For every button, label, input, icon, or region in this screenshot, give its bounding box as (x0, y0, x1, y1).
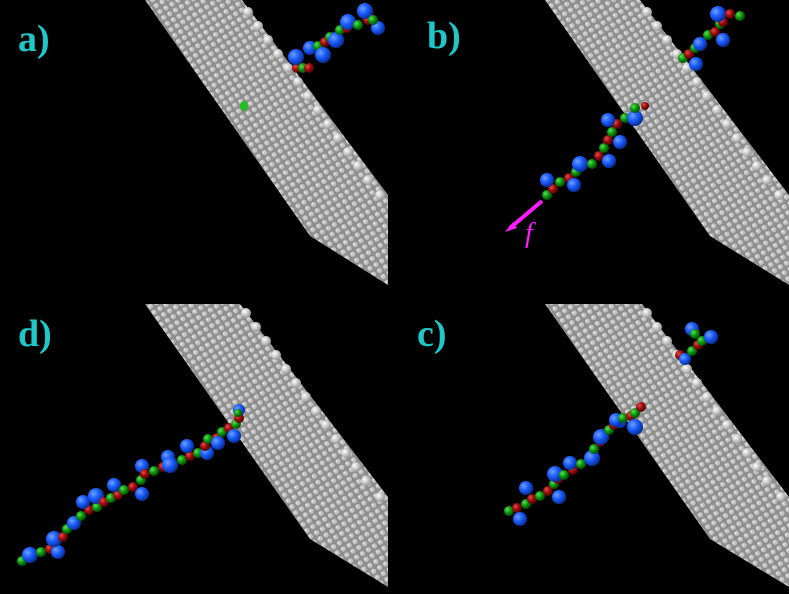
membrane (145, 0, 388, 285)
polymer-chain (288, 3, 385, 73)
membrane-scene (17, 304, 388, 587)
membrane-edge-beads (243, 7, 385, 200)
panel-label: c) (417, 313, 447, 355)
polymer-chain (504, 322, 718, 526)
membrane-scene (504, 304, 789, 587)
polymer-chain (540, 6, 745, 200)
membrane-scene (505, 0, 789, 285)
panel-a: a) (0, 0, 395, 297)
membrane-edge-beads (642, 7, 784, 200)
panel-label: d) (18, 313, 52, 355)
panel-b: b) f (395, 0, 789, 297)
pore-marker (240, 101, 248, 111)
membrane (545, 304, 789, 587)
membrane-edge-beads (241, 308, 385, 502)
panel-d: d) (0, 297, 395, 594)
force-arrow (508, 199, 544, 230)
membrane-edge-beads (642, 308, 786, 502)
membrane-scene (145, 0, 388, 285)
membrane (145, 304, 388, 587)
force-label: f (525, 218, 533, 249)
panel-c: c) (395, 297, 789, 594)
force-arrowhead (505, 222, 517, 232)
membrane (545, 0, 789, 285)
polymer-chain (17, 404, 245, 566)
panel-label: a) (18, 18, 50, 60)
panel-label: b) (427, 15, 461, 57)
